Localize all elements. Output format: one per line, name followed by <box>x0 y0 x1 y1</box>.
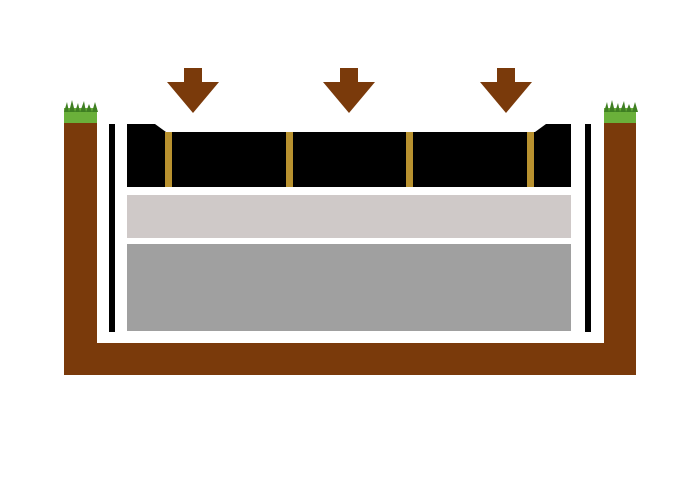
edge-restraint-left <box>109 124 115 332</box>
grass-left-icon <box>64 100 98 123</box>
load-arrows-group <box>167 68 532 113</box>
paver-layer <box>127 124 571 187</box>
grass-right-icon <box>604 100 638 123</box>
load-arrow-down-icon <box>480 68 532 113</box>
bedding-layer <box>127 195 571 238</box>
joint-sand-1 <box>165 132 172 187</box>
base-layer <box>127 244 571 331</box>
joint-sand-group <box>165 132 534 187</box>
edge-restraint-right <box>585 124 591 332</box>
joint-sand-4 <box>527 132 534 187</box>
load-arrow-down-icon <box>167 68 219 113</box>
joint-sand-2 <box>286 132 293 187</box>
joint-sand-3 <box>406 132 413 187</box>
load-arrow-down-icon <box>323 68 375 113</box>
soil-ground <box>64 122 636 375</box>
